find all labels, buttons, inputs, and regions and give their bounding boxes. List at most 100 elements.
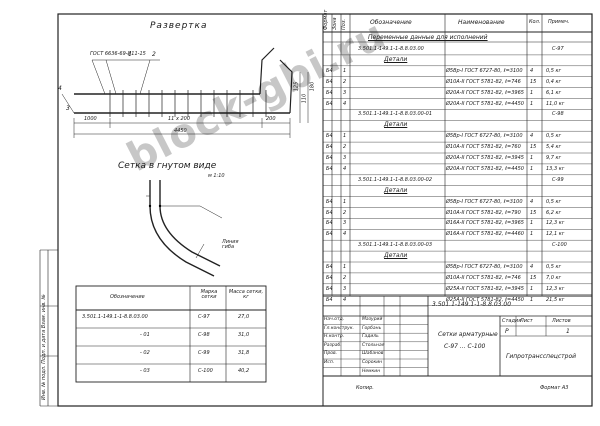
tb-person: Стольная bbox=[362, 342, 385, 348]
item-format: Б4 bbox=[326, 165, 333, 172]
item-pos: 3 bbox=[343, 285, 347, 292]
tb-person: Гадиль bbox=[362, 334, 379, 340]
col-header-mark: Марка сетки bbox=[200, 289, 218, 300]
mass-table-mass: 27,0 bbox=[238, 314, 250, 320]
item-name: Ø25А-II ГОСТ 5781-82, ℓ=3945 bbox=[446, 285, 524, 292]
item-qty: 15 bbox=[530, 144, 537, 151]
tb-role: Гл.конструк. bbox=[324, 325, 354, 331]
item-pos: 1 bbox=[343, 198, 347, 205]
group-mark: С-99 bbox=[552, 176, 564, 183]
spec-row-lines bbox=[323, 54, 592, 306]
group-code: 3.501.1-149.1-1-8.8.03.00-01 bbox=[358, 111, 433, 118]
left-stamp: Инв. № подл. Подп. и дата Взам. инв. № bbox=[41, 294, 47, 400]
group-mark: С-98 bbox=[552, 111, 564, 118]
mass-table-designation: - 02 bbox=[140, 350, 150, 356]
item-name: Ø5Вр-I ГОСТ 6727-80, ℓ=3100 bbox=[446, 198, 523, 205]
stage-label: Стадия bbox=[502, 318, 522, 324]
copy-label: Копир. bbox=[356, 385, 374, 391]
mass-table-mark: С-99 bbox=[198, 350, 210, 356]
razvertka-drawing bbox=[61, 47, 309, 138]
item-note: 21,5 кг bbox=[546, 296, 565, 303]
item-format: Б4 bbox=[326, 296, 333, 303]
doc-code: 3.501.1-149.1-1-8.8.03.00 bbox=[432, 301, 512, 308]
item-name: Ø20А-II ГОСТ 5781-82, ℓ=3945 bbox=[446, 155, 524, 161]
item-name: Ø10А-II ГОСТ 5781-82, ℓ=790 bbox=[446, 209, 521, 216]
item-pos: 1 bbox=[343, 264, 347, 270]
item-pos: 4 bbox=[343, 165, 347, 172]
callout-3: 3 bbox=[66, 105, 70, 112]
item-name: Ø5Вр-I ГОСТ 6727-80, ℓ=3100 bbox=[446, 264, 523, 270]
item-name: Ø10А-II ГОСТ 5781-82, ℓ=746 bbox=[446, 78, 521, 85]
hdr-zone: Зона bbox=[332, 17, 338, 30]
item-name: Ø16А-II ГОСТ 5781-82, ℓ=4460 bbox=[446, 231, 524, 238]
item-qty: 1 bbox=[530, 285, 534, 292]
setka-scale: м 1:10 bbox=[208, 173, 225, 179]
item-pos: 2 bbox=[343, 144, 347, 151]
callout-1: 1 bbox=[128, 51, 132, 58]
item-name: Ø5Вр-I ГОСТ 6727-80, ℓ=3100 bbox=[446, 67, 523, 74]
hdr-format: Формат bbox=[323, 9, 329, 30]
sheets-value: 1 bbox=[566, 328, 570, 335]
mass-table-designation: - 03 bbox=[140, 368, 150, 374]
doc-name-2: С-97 ... С-100 bbox=[444, 343, 486, 350]
mass-table-mark: С-98 bbox=[198, 332, 210, 338]
dim-vertical-1: 125 bbox=[293, 81, 300, 92]
tb-role: Исп. bbox=[324, 360, 335, 365]
bent-mesh-drawing bbox=[146, 180, 223, 277]
item-name: Ø20А-II ГОСТ 5781-82, ℓ=4450 bbox=[446, 165, 524, 172]
dim-vertical-2: 110 bbox=[301, 93, 308, 104]
hdr-pos: Поз. bbox=[341, 18, 347, 30]
item-format: Б4 bbox=[326, 100, 333, 107]
mass-table-designation: 3.501.1-149.1-1-8.8.03.00 bbox=[82, 314, 148, 320]
dim-total: 4450 bbox=[174, 128, 187, 134]
item-note: 6,2 кг bbox=[546, 209, 562, 216]
item-pos: 4 bbox=[343, 100, 347, 107]
tb-role: Нач.отд. bbox=[324, 317, 345, 322]
mass-table-mass: 40,2 bbox=[238, 368, 250, 374]
item-format: Б4 bbox=[326, 198, 333, 205]
hdr-note: Примеч. bbox=[548, 19, 570, 25]
dim-vertical-3: 180 bbox=[309, 81, 316, 92]
group-mark: С-97 bbox=[552, 46, 564, 52]
item-note: 0,5 кг bbox=[546, 133, 562, 140]
group-mark: С-100 bbox=[552, 242, 567, 249]
tb-person: Сорокин bbox=[362, 360, 383, 365]
group-title: Детали bbox=[384, 55, 408, 63]
item-qty: 1 bbox=[530, 155, 534, 161]
item-format: Б4 bbox=[326, 220, 333, 227]
col-header-designation: Обозначение bbox=[110, 294, 145, 300]
item-note: 5,4 кг bbox=[546, 144, 562, 151]
group-code: 3.501.1-149.1-1-8.8.03.00-02 bbox=[358, 176, 433, 183]
item-name: Ø16А-II ГОСТ 5781-82, ℓ=3965 bbox=[446, 220, 524, 227]
item-name: Ø25А-II ГОСТ 5781-82, ℓ=4450 bbox=[446, 296, 524, 303]
item-qty: 15 bbox=[530, 274, 537, 281]
item-format: Б4 bbox=[326, 144, 333, 151]
format-label: Формат А3 bbox=[540, 385, 569, 391]
tb-person: Горбань bbox=[362, 325, 382, 331]
item-note: 0,5 кг bbox=[546, 67, 562, 74]
bend-line-label: Линия гиба bbox=[222, 239, 239, 250]
hdr-qty: Кол. bbox=[529, 19, 541, 25]
item-format: Б4 bbox=[326, 285, 333, 292]
col-header-mass: Масса сетки, кг bbox=[228, 289, 264, 300]
setka-title: Сетка в гнутом виде bbox=[118, 161, 217, 171]
item-name: Ø10А-II ГОСТ 5781-82, ℓ=746 bbox=[446, 274, 521, 281]
item-qty: 1 bbox=[530, 89, 534, 96]
item-note: 12,1 кг bbox=[546, 231, 565, 238]
mass-table-mark: С-97 bbox=[198, 314, 210, 320]
item-format: Б4 bbox=[326, 89, 333, 96]
item-format: Б4 bbox=[326, 209, 333, 216]
sheets-label: Листов bbox=[552, 318, 571, 324]
item-qty: 4 bbox=[530, 133, 534, 140]
tb-role: Пров. bbox=[324, 351, 338, 357]
gost-reference: ГОСТ 6636-69-И11-15 bbox=[90, 51, 146, 57]
item-note: 12,3 кг bbox=[546, 220, 565, 227]
stage-value: Р bbox=[505, 328, 509, 335]
item-pos: 2 bbox=[343, 274, 347, 281]
item-qty: 1 bbox=[530, 220, 534, 227]
item-note: 12,3 кг bbox=[546, 285, 565, 292]
mass-table-mass: 31,0 bbox=[238, 332, 250, 338]
hdr-name: Наименование bbox=[458, 19, 505, 26]
dim-middle: 11 x 200 bbox=[168, 116, 191, 122]
